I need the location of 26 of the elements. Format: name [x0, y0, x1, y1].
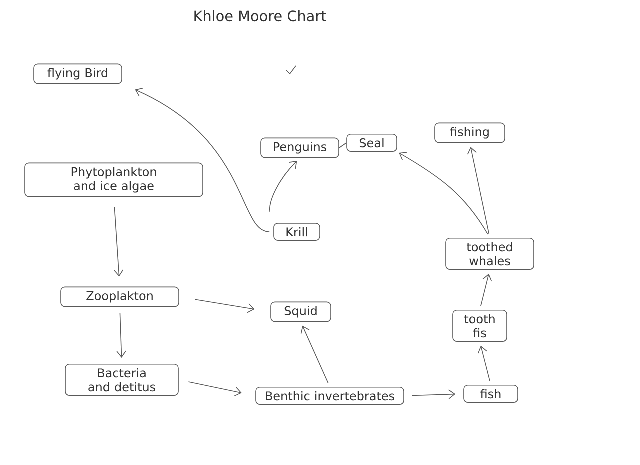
arrow	[480, 274, 492, 306]
arrow	[467, 147, 490, 234]
arrow	[399, 152, 488, 235]
food-box: Squid	[270, 302, 332, 322]
food-box: fish	[464, 384, 518, 404]
food-box: Phytoplankton and ice algae	[24, 162, 204, 198]
arrow	[412, 390, 456, 400]
arrow	[114, 206, 124, 277]
food-box: fishing	[434, 122, 506, 144]
arrow	[116, 312, 126, 358]
arrow	[478, 346, 490, 382]
food-box: Benthic invertebrates	[256, 386, 404, 406]
food-box: tooth fis	[452, 310, 508, 342]
food-box: Penguins	[260, 138, 340, 158]
food-box: Seal	[346, 134, 398, 152]
food-box: Zooplakton	[60, 286, 180, 308]
food-box: Bacteria and detitus	[65, 364, 179, 396]
arrow	[188, 382, 242, 397]
arrow	[194, 299, 255, 314]
arrow	[300, 326, 329, 384]
food-box: toothed whales	[446, 238, 534, 270]
food-box: Krill	[274, 223, 320, 241]
arrow	[270, 161, 298, 213]
food-box: flying Bird	[34, 64, 122, 84]
title: Khloe Moore Chart	[194, 10, 326, 22]
arrow	[135, 88, 270, 232]
